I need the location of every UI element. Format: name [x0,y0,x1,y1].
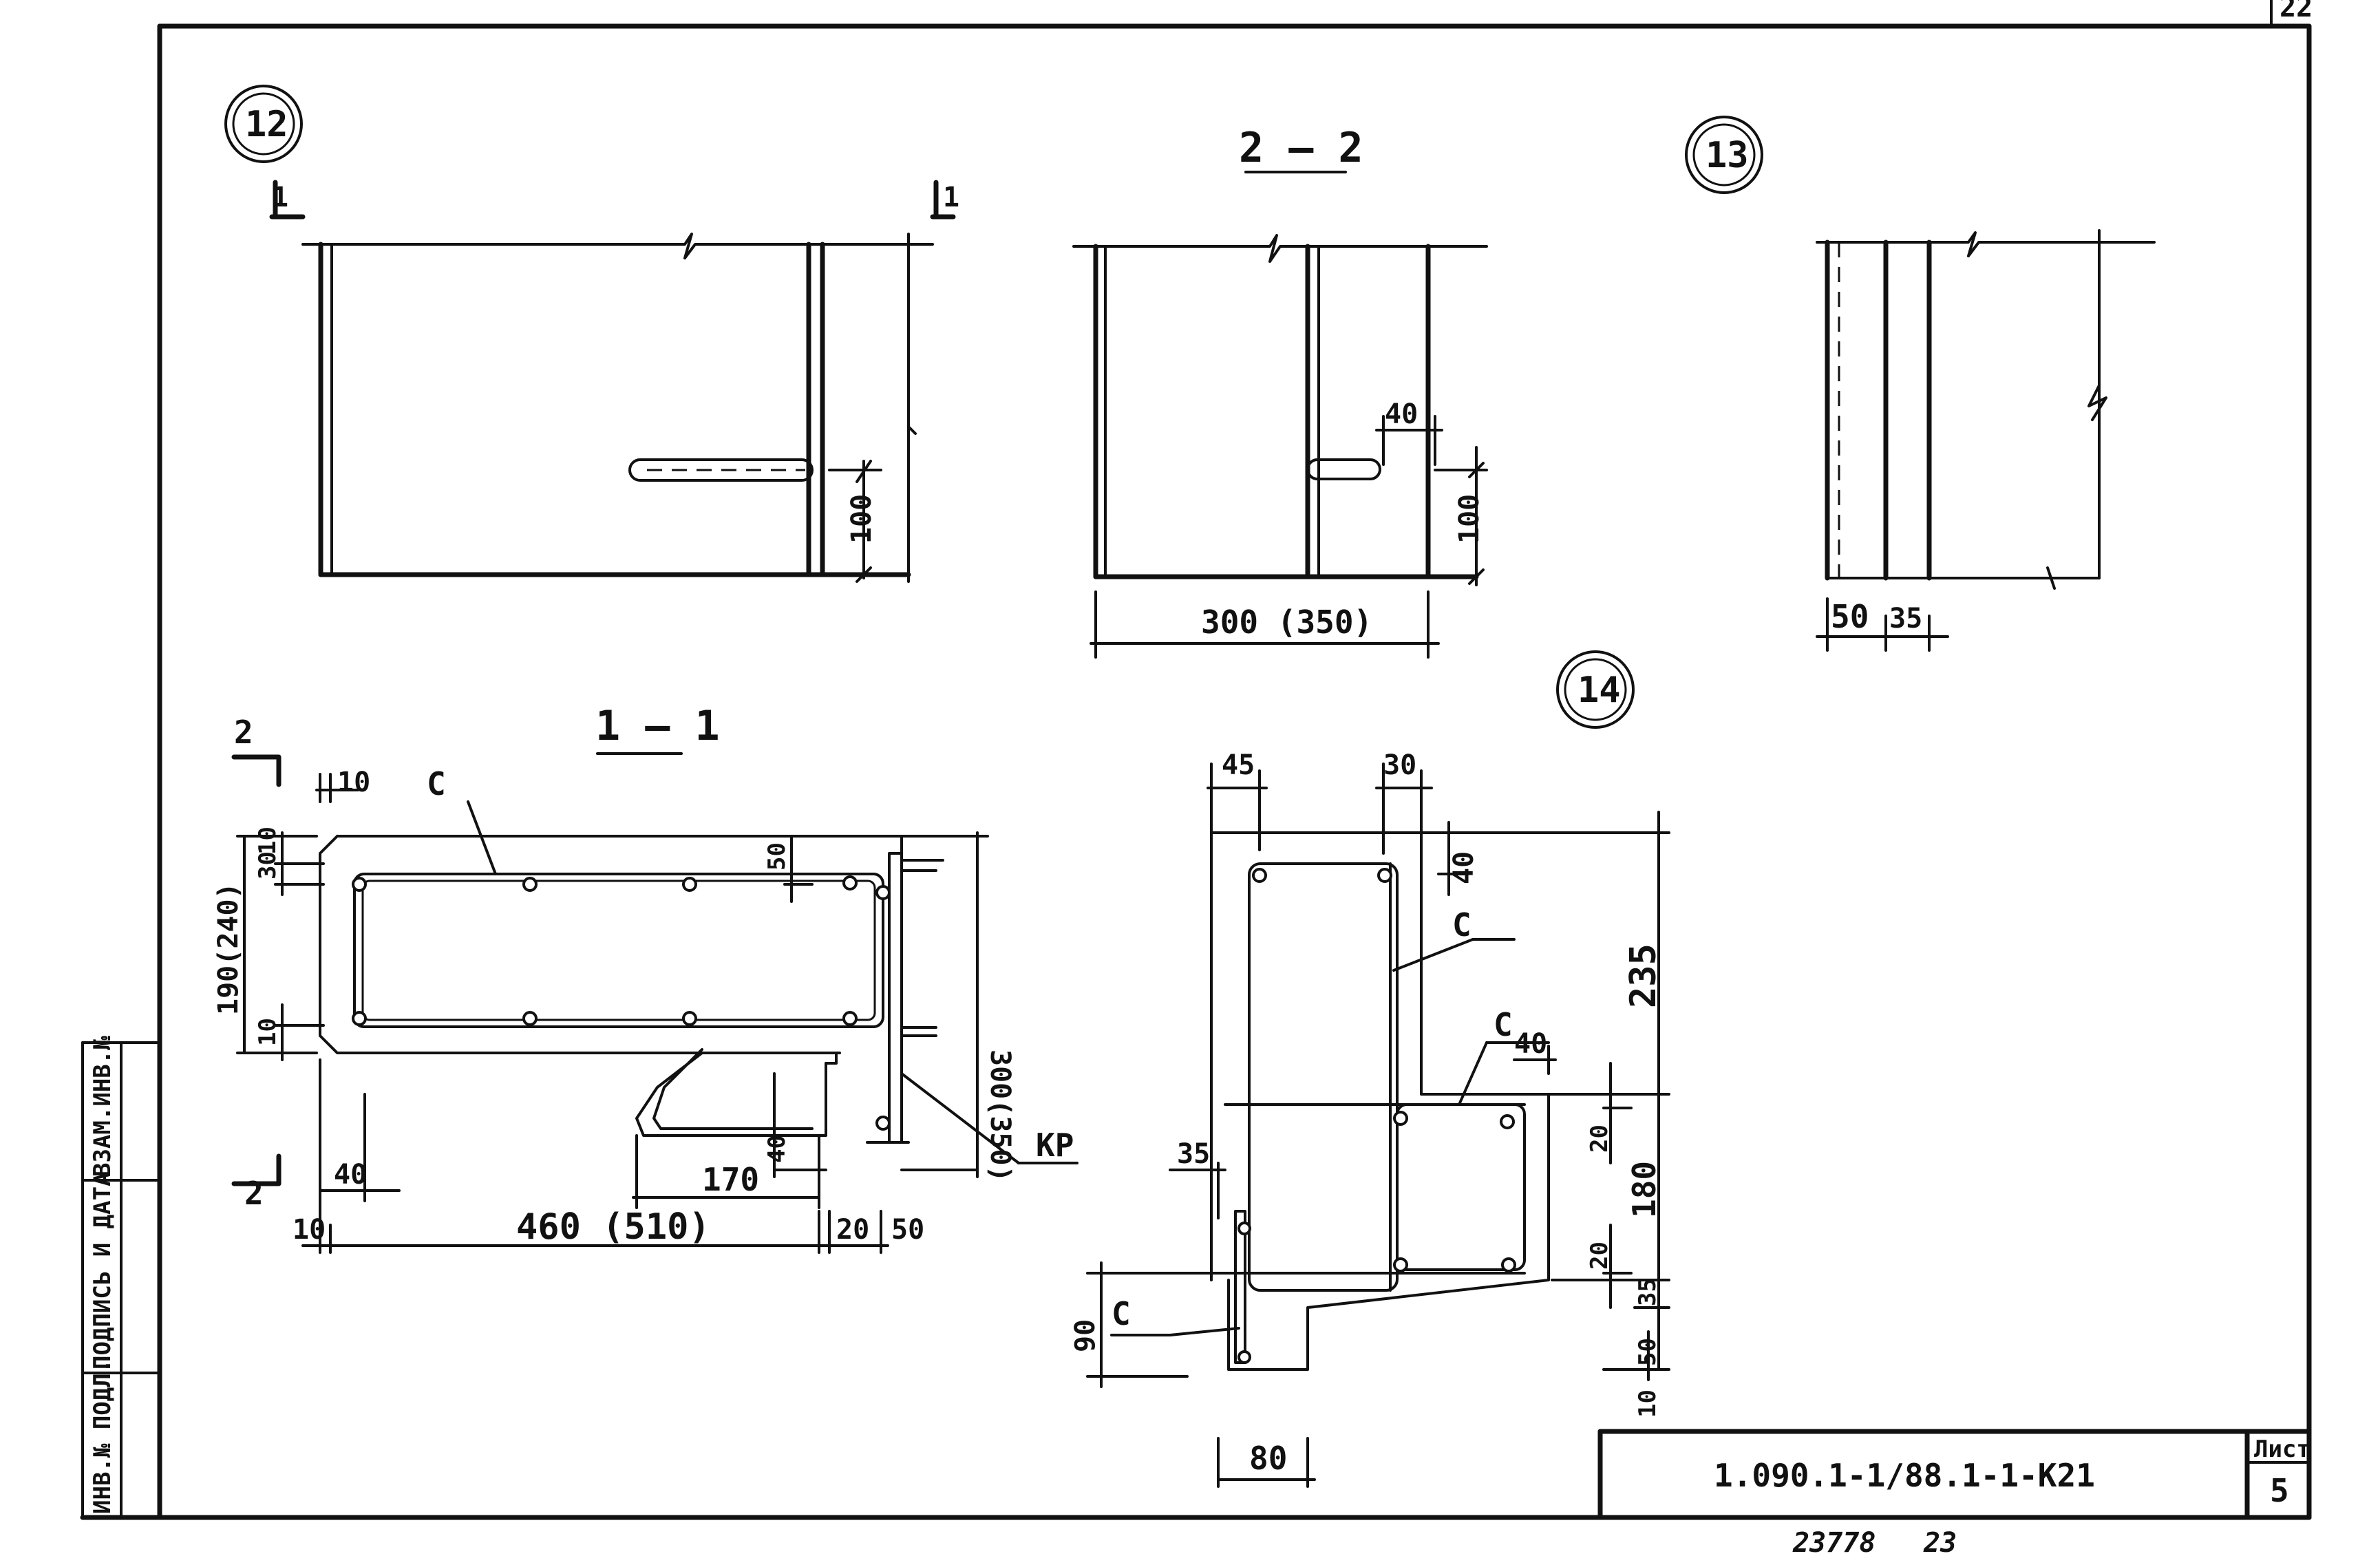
dim-10-s11-c: 10 [293,1214,326,1246]
drawing-code: 1.090.1-1/88.1-1-К21 [1714,1457,2095,1494]
detail-12-elevation [269,180,956,583]
dim-40-d14-a: 40 [1448,851,1480,884]
dim-35-d14-b: 35 [1177,1138,1210,1170]
dim-40-s22: 40 [1385,398,1418,430]
detail-13-drawing [1816,229,2156,652]
section-1-1-title: 1 — 1 [595,702,720,750]
dim-100-d12: 100 [846,494,878,544]
dim-190-240: 190(240) [213,882,244,1015]
dim-50-d14: 50 [1634,1338,1661,1366]
corner-number: 22 [2280,0,2313,23]
dim-170: 170 [702,1161,759,1198]
dim-40-d14-b: 40 [1514,1028,1547,1060]
section-2-2-drawing [1072,234,1488,659]
dim-50-s11-b: 50 [891,1214,924,1246]
detail-12-number: 12 [245,104,288,145]
rebar-mark-kp: КР [1036,1127,1074,1164]
rebar-mark-c3: С [1494,1006,1513,1043]
detail-14-drawing [1086,763,1670,1488]
dim-20-d14-a: 20 [1586,1124,1613,1153]
dim-80: 80 [1249,1440,1287,1477]
cut-mark-2-bottom: 2 [244,1175,264,1212]
rebar-mark-c2: С [1452,906,1471,944]
sheet-label: Лист [2254,1436,2310,1463]
inv-no-label: ИНВ.№ ПОДЛ. [89,1359,116,1514]
rebar-mark-c1: С [427,765,446,802]
replaces-inv-label: ВЗАМ.ИНВ.№ [89,1036,116,1177]
section-1-1-drawing [231,754,1079,1254]
dim-10-s11-a: 10 [254,827,281,855]
stamp-page: 23 [1923,1527,1957,1559]
cut-mark-2-top: 2 [234,714,253,751]
dim-40-s11-b: 40 [334,1159,367,1191]
dim-50-d13: 50 [1831,598,1869,635]
section-2-2-title: 2 — 2 [1239,124,1363,172]
sheet-frame [80,0,2312,1520]
dim-10-d14: 10 [1634,1389,1661,1418]
dim-30-d14: 30 [1383,749,1416,781]
dim-180: 180 [1626,1161,1663,1218]
signature-date-label: ПОДПИСЬ И ДАТА [89,1172,116,1369]
dim-20-s11: 20 [836,1214,869,1246]
dim-90: 90 [1070,1319,1101,1352]
detail-14-number: 14 [1577,670,1621,711]
cut-mark-1-left: 1 [272,182,288,213]
cut-mark-1-right: 1 [943,182,959,213]
dim-300-350-s22: 300 (350) [1201,604,1372,641]
dim-10-top-s11: 10 [337,767,370,798]
title-block [1597,1429,2312,1520]
dim-50-s11: 50 [763,842,791,871]
dim-35-d13: 35 [1889,603,1922,635]
dim-20-d14-b: 20 [1586,1241,1613,1270]
sheet-number: 5 [2270,1472,2289,1509]
dim-35-d14-a: 35 [1634,1278,1661,1306]
dim-300-350-s11: 300(350) [984,1049,1016,1182]
detail-14-callout [1556,650,1635,729]
dim-40-s11-a: 40 [763,1135,791,1163]
dim-235: 235 [1623,944,1664,1008]
detail-13-callout [1685,116,1763,194]
detail-13-number: 13 [1706,135,1749,176]
stamp-number: 23778 [1792,1527,1876,1559]
side-strip: ИНВ.№ ПОДЛ. ПОДПИСЬ И ДАТА ВЗАМ.ИНВ.№ [81,1036,161,1519]
rebar-mark-c4: С [1112,1295,1131,1332]
detail-12-callout [224,85,303,163]
dim-30-s11: 30 [254,851,281,880]
dim-10-s11-b: 10 [254,1018,281,1046]
dim-100-s22: 100 [1454,494,1485,544]
dim-45: 45 [1222,749,1255,781]
dim-460-510: 460 (510) [516,1206,710,1248]
